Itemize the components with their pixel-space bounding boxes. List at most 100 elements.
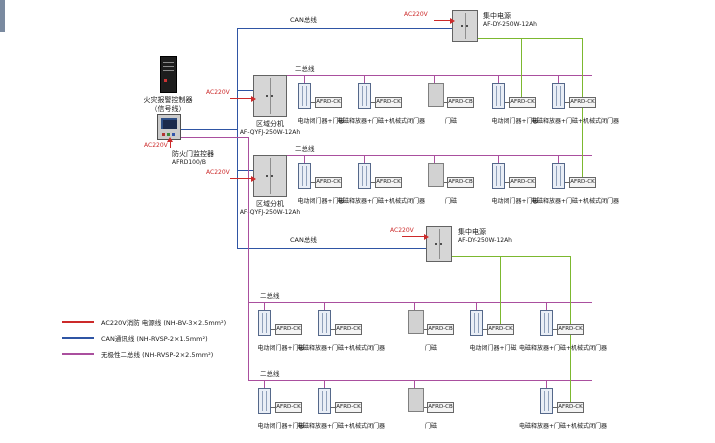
ac-arrow-zone2-head — [251, 176, 256, 182]
device-drop-line — [414, 380, 415, 388]
release-magnet-mark — [0, 0, 5, 4]
device-connector — [553, 407, 557, 408]
door-closer-icon — [298, 83, 311, 109]
device-connector — [371, 182, 375, 183]
two-wire-bus-label: 二总线 — [295, 65, 315, 73]
two-wire-bus-label: 二总线 — [295, 145, 315, 153]
ac-arrow-power-top-head — [450, 18, 455, 24]
legend-item-can: CAN通讯线 (NH-RVSP-2×1.5mm²) — [62, 330, 226, 346]
dc-power-mid-drop1 — [500, 256, 501, 324]
legend-item-ac-power: AC220V消防 电源线 (NH-BV-3×2.5mm²) — [62, 314, 226, 330]
door-closer-icon — [492, 163, 505, 189]
device-module: AFRD-CK — [487, 324, 514, 335]
zone1-model: AF-QYFJ-250W-12Ah — [239, 129, 301, 136]
door-release-icon — [540, 388, 553, 414]
device-drop-line — [364, 155, 365, 163]
dc-power-top-drop2 — [582, 38, 583, 178]
device-module: AFRD-CB — [447, 97, 474, 108]
ac-arrow-monitor-line — [170, 142, 171, 148]
device-connector — [565, 182, 569, 183]
can-branch-zone1 — [237, 90, 253, 91]
device-connector — [271, 329, 275, 330]
ac-arrow-monitor-head — [167, 137, 173, 142]
zone-extension-cabinet-2 — [253, 155, 287, 197]
door-release-icon — [552, 83, 565, 109]
can-monitor-link — [181, 129, 237, 130]
device-module: AFRD-CK — [275, 402, 302, 413]
device-module: AFRD-CK — [275, 324, 302, 335]
device-label: 电磁释放器+门磁+机械式闭门器 — [530, 198, 620, 205]
monitor-screen — [161, 118, 177, 129]
device-connector — [444, 102, 447, 103]
central-power-label-mid: 集中电源 AF-DY-250W-12Ah — [458, 228, 538, 245]
device-drop-line — [558, 75, 559, 83]
device-module: AFRD-CB — [447, 177, 474, 188]
legend-line-ac-power — [62, 321, 94, 323]
device-label: 电磁释放器+门磁+机械式闭门器 — [530, 118, 620, 125]
door-magnet-icon — [408, 388, 424, 412]
zone2-model: AF-QYFJ-250W-12Ah — [239, 209, 301, 216]
fire-alarm-controller-label: 火灾报警控制器 （信号线） — [118, 96, 218, 114]
release-magnet-mark — [0, 16, 5, 20]
ac-arrow-power-mid-line — [402, 236, 425, 237]
controller-name: 火灾报警控制器 — [143, 96, 193, 104]
device-connector — [565, 102, 569, 103]
device-label: 电磁释放器+门磁+机械式闭门器 — [336, 118, 426, 125]
device-label: 电磁释放器+门磁+机械式闭门器 — [296, 345, 386, 352]
door-magnet-icon — [428, 163, 444, 187]
device-module: AFRD-CK — [569, 97, 596, 108]
fire-alarm-controller-icon — [160, 56, 177, 93]
door-magnet-icon — [408, 310, 424, 334]
central-power-cabinet-top — [452, 10, 478, 42]
device-drop-line — [364, 75, 365, 83]
device-drop-line — [324, 302, 325, 310]
device-label: 电动闭门器+门磁 — [257, 345, 305, 352]
device-connector — [424, 407, 427, 408]
zone-extension-label-2: 区域分机 AF-QYFJ-250W-12Ah — [222, 200, 318, 217]
device-connector — [553, 329, 557, 330]
device-label: 电动闭门器+门磁 — [491, 118, 539, 125]
ac-arrow-zone1-line — [230, 98, 252, 99]
device-module: AFRD-CK — [509, 177, 536, 188]
two-wire-monitor-link — [181, 137, 248, 138]
device-label: 电动闭门器+门磁 — [257, 423, 305, 430]
device-module: AFRD-CK — [557, 324, 584, 335]
door-closer-icon — [298, 163, 311, 189]
two-wire-bus-row2 — [287, 155, 592, 156]
power-mid-model: AF-DY-250W-12Ah — [458, 237, 512, 244]
device-drop-line — [304, 155, 305, 163]
release-magnet-mark — [0, 12, 5, 16]
device-connector — [505, 182, 509, 183]
zone1-ac220v-label: AC220V — [206, 89, 230, 96]
device-connector — [444, 182, 447, 183]
device-label: 电动闭门器+门磁 — [469, 345, 517, 352]
release-magnet-mark — [0, 28, 5, 32]
door-closer-icon — [492, 83, 505, 109]
device-module: AFRD-CB — [427, 402, 454, 413]
legend-label-ac-power: AC220V消防 电源线 (NH-BV-3×2.5mm²) — [101, 319, 227, 327]
dc-power-top-horizontal — [478, 38, 582, 39]
fire-door-monitor-icon — [157, 114, 181, 140]
monitor-name: 防火门监控器 — [172, 150, 214, 158]
power-top-model: AF-DY-250W-12Ah — [483, 21, 537, 28]
can-bus-mid — [237, 248, 426, 249]
central-power-label-top: 集中电源 AF-DY-250W-12Ah — [483, 12, 563, 29]
device-label: 门磁 — [424, 423, 437, 430]
door-release-icon — [358, 83, 371, 109]
two-wire-bus-label: 二总线 — [260, 370, 280, 378]
power-mid-ac220v-label: AC220V — [390, 227, 414, 234]
power-top-ac220v-label: AC220V — [404, 11, 428, 18]
device-drop-line — [304, 75, 305, 83]
legend-label-can: CAN通讯线 (NH-RVSP-2×1.5mm²) — [101, 335, 208, 343]
door-closer-icon — [258, 310, 271, 336]
two-wire-bus-row1 — [287, 75, 592, 76]
door-release-icon — [540, 310, 553, 336]
monitor-model: AFRD100/B — [172, 159, 206, 166]
device-module: AFRD-CK — [335, 324, 362, 335]
device-label: 电磁释放器+门磁+机械式闭门器 — [296, 423, 386, 430]
two-wire-trunk-vertical — [248, 137, 249, 381]
device-drop-line — [546, 302, 547, 310]
two-wire-bus-label: 二总线 — [260, 292, 280, 300]
door-closer-icon — [470, 310, 483, 336]
